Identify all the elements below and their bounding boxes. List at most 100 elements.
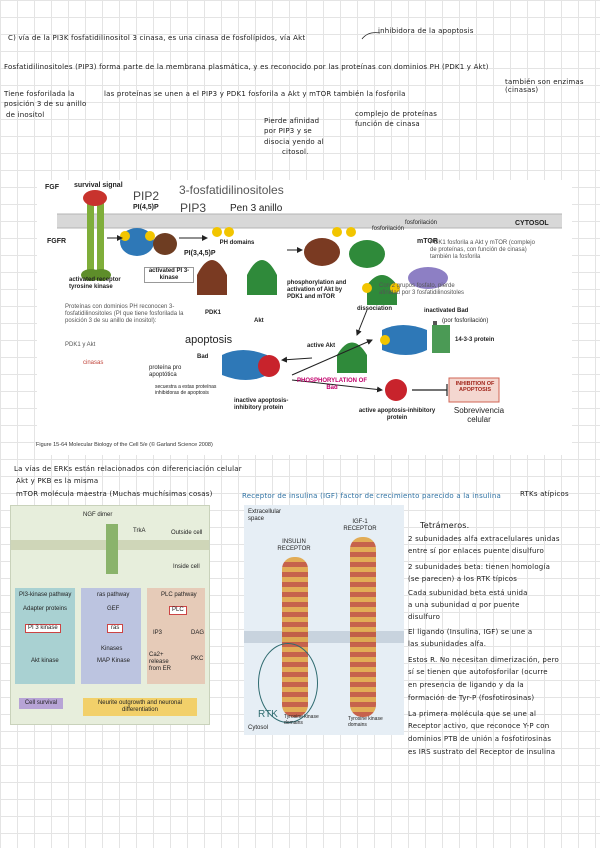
note-pip3-line: Fosfatidilinositoles (PIP3) forma parte … — [4, 63, 489, 71]
adapter-label: Adapter proteins — [23, 606, 67, 613]
tyrosine-label-2: Tyrosine kinase domains — [348, 717, 388, 729]
right-note-12: en presencia de ligando y da la — [408, 681, 524, 689]
membrane-band-rtk — [244, 631, 404, 643]
right-note-15: Receptor activo, que reconoce Y-P con — [408, 722, 549, 730]
dag-label: DAG — [191, 630, 204, 637]
right-note-7: disulfuro — [408, 613, 440, 621]
title-3-fosfatidilinositoles: 3-fosfatidilinositoles — [179, 184, 284, 198]
ph-domains-text: Proteínas con dominios PH reconocen 3-fo… — [65, 304, 195, 325]
right-note-9: las subunidades alfa. — [408, 640, 486, 648]
right-note-3: 2 subunidades beta: tienen homología — [408, 563, 550, 571]
bad-note: proteína pro apoptótica — [149, 365, 199, 379]
right-note-16: dominios PTB de unión a fosfotirosinas — [408, 735, 551, 743]
insulin-receptor-label: INSULIN RECEPTOR — [274, 539, 314, 553]
ph-domains-text-2: PDK1 y Akt — [65, 342, 95, 349]
pi3k-column — [15, 588, 75, 684]
akt-label: Akt — [254, 318, 264, 325]
igf1-receptor-label: IGF-1 RECEPTOR — [340, 519, 380, 533]
note-affinity-3: disocia yendo al — [264, 138, 324, 146]
note-pdk1-akt: las proteínas se unen a el PIP3 y PDK1 f… — [104, 90, 406, 98]
note-affinity-2: por PIP3 y se — [264, 127, 312, 135]
pi3k-box: PI 3 kinase — [25, 624, 61, 633]
mtor-note: mTOR molécula maestra (Muchas muchísimas… — [16, 490, 213, 498]
ngf-dimer-label: NGF dimer — [83, 512, 112, 519]
insulin-receptor-figure: Extracellular space INSULIN RECEPTOR IGF… — [244, 505, 404, 735]
ras-pathway-title: ras pathway — [97, 592, 129, 599]
fosforilacion-note-1: fosforilación — [372, 226, 404, 233]
inactive-inhib-label: inactive apoptosis-inhibitory protein — [234, 398, 314, 412]
note-pos3-c: de inositol — [6, 111, 44, 119]
right-note-11: sí se tienen que autofosforilar (ocurre — [408, 668, 548, 676]
fosforilacion-note-2: fosforilación — [405, 220, 437, 227]
sobrevivencia-note: Sobrevivencia celular — [449, 406, 509, 424]
two-groups-note: Con 2 grupos fosfato, pierde afinidad po… — [379, 283, 469, 297]
note-enzymes: también son enzimas (cinasas) — [505, 78, 597, 94]
cytosol-label: CYTOSOL — [515, 220, 549, 228]
igf1-receptor-shape — [350, 537, 376, 717]
survival-box: Cell survival — [19, 698, 63, 709]
protein-14-3-3-label: 14-3-3 protein — [455, 337, 495, 344]
pkc-label: PKC — [191, 656, 203, 663]
note-complex-1: complejo de proteínas — [355, 110, 437, 118]
figure-caption: Figure 15-64 Molecular Biology of the Ce… — [36, 442, 213, 448]
note-pos3-a: Tiene fosforilada la — [4, 90, 75, 98]
pi345p3-label: PI(3,4,5)P — [184, 250, 216, 258]
akt-pkb-note: Akt y PKB es la misma — [16, 477, 98, 485]
pip3-label: PIP3 — [180, 202, 206, 216]
arrow-icon — [360, 29, 382, 41]
pi45p2-label: PI(4,5)P — [133, 204, 159, 212]
apoptosis-note: apoptosis — [185, 334, 232, 347]
note-pi3k-line: C) vía de la PI3K fosfatidilinositol 3 c… — [8, 34, 305, 42]
tetrameros-title: Tetrámeros. — [420, 521, 469, 530]
gef-label: GEF — [107, 606, 119, 613]
mtor-desc: PDK1 fosforila a Akt y mTOR (complejo de… — [430, 240, 535, 261]
receptor-title: Receptor de insulina (IGF) factor de cre… — [242, 492, 501, 500]
right-note-14: La primera molécula que se une al — [408, 710, 536, 718]
ngf-pathways-figure: NGF dimer TrkA Outside cell Inside cell … — [10, 505, 210, 725]
tyrosine-label-1: Tyrosine kinase domains — [284, 715, 320, 727]
extracellular-label: Extracellular space — [248, 509, 288, 523]
plc-pathway-title: PLC pathway — [161, 592, 197, 599]
note-pos3-b: posición 3 de su anillo — [4, 100, 86, 108]
dissociation-label: dissociation — [357, 306, 392, 313]
right-note-10: Estos R. No necesitan dimerización, pero — [408, 656, 559, 664]
rtk-atipicos: RTKs atípicos — [520, 490, 569, 498]
inside-label: Inside cell — [173, 564, 200, 571]
bad-label: Bad — [197, 354, 208, 361]
note-complex-2: función de cinasa — [355, 120, 420, 128]
trka-label: TrkA — [133, 528, 145, 535]
cinasas-note: cinasas — [83, 360, 103, 367]
map-kinase-label: MAP Kinase — [97, 658, 130, 665]
pi3k-akt-figure: FGF survival signal FGFR PIP2 PI(4,5)P P… — [37, 180, 572, 455]
active-akt-label: active Akt — [307, 343, 335, 350]
bad-note-2: secuestra a estas proteínas inhibidoras … — [155, 385, 217, 397]
right-note-13: formación de Tyr-P (fosfotirosinas) — [408, 694, 534, 702]
right-note-1: 2 subunidades alfa extracelulares unidas — [408, 535, 560, 543]
activated-receptor-label: activated receptor tyrosine kinase — [69, 277, 141, 291]
neurite-box: Neurite outgrowth and neuronal different… — [83, 698, 197, 716]
pi3k-pathway-title: PI3-kinase pathway — [19, 592, 71, 599]
rtk-label: RTK — [258, 709, 278, 721]
inactivated-bad-note: (por fosforilación) — [442, 318, 488, 325]
ras-column — [81, 588, 141, 684]
ip3-label: IP3 — [153, 630, 162, 637]
active-inhib-label: active apoptosis-inhibitory protein — [357, 408, 437, 422]
inhibition-label: INHIBITION OF APOPTOSIS — [451, 381, 499, 394]
right-note-17: es IRS sustrato del Receptor de insulina — [408, 748, 555, 756]
ph-domains-label: PH domains — [217, 240, 257, 247]
outside-label: Outside cell — [171, 530, 202, 537]
pip2-label: PIP2 — [133, 190, 159, 204]
plc-box: PLC — [169, 606, 187, 615]
right-note-4: (se parecen) a los RTK típicos — [408, 575, 517, 583]
note-apoptosis-inhibitor: inhibidora de la apoptosis — [378, 27, 474, 35]
inactivated-bad-label: inactivated Bad — [424, 308, 468, 315]
phospho-activation-label: phosphorylation and activation of Akt by… — [287, 280, 357, 301]
ras-box: ras — [107, 624, 123, 633]
akt-kinase-label: Akt kinase — [31, 658, 59, 665]
erk-note: La vías de ERKs están relacionados con d… — [14, 465, 242, 473]
pip3-handwritten-note: Pen 3 anillo — [230, 203, 282, 215]
fgfr-label: FGFR — [47, 238, 66, 246]
activated-pi3k-label: activated PI 3-kinase — [144, 267, 194, 283]
pdk1-label: PDK1 — [205, 310, 221, 317]
right-note-8: El ligando (Insulina, IGF) se une a — [408, 628, 532, 636]
